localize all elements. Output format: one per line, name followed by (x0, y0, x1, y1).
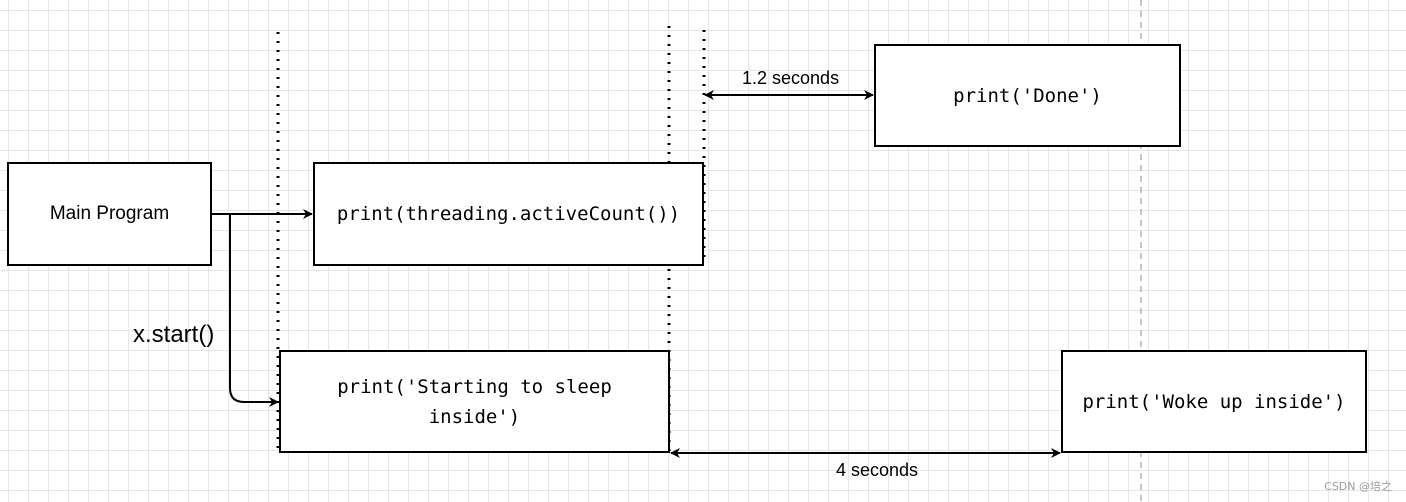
done-box[interactable]: print('Done') (874, 44, 1181, 147)
main-program-label: Main Program (49, 203, 170, 224)
active-count-box[interactable]: print(threading.activeCount()) (313, 162, 704, 266)
arrow-main-to-thread-start (229, 214, 279, 407)
x-start-label: x.start() (133, 321, 215, 348)
done-label: print('Done') (953, 84, 1102, 107)
one-point-two-seconds-label: 1.2 seconds (742, 68, 840, 88)
active-count-label: print(threading.activeCount()) (336, 203, 681, 225)
starting-to-sleep-box[interactable]: print('Starting to sleep inside') (279, 350, 670, 453)
woke-up-box[interactable]: print('Woke up inside') (1061, 350, 1367, 453)
four-seconds-label: 4 seconds (836, 460, 919, 480)
woke-up-label: print('Woke up inside') (1082, 390, 1346, 413)
starting-to-sleep-line-1: print('Starting to sleep (337, 375, 612, 398)
starting-to-sleep-line-2: inside') (428, 405, 521, 428)
main-program-box[interactable]: Main Program (7, 162, 212, 266)
watermark: CSDN @培之 (1324, 480, 1392, 493)
